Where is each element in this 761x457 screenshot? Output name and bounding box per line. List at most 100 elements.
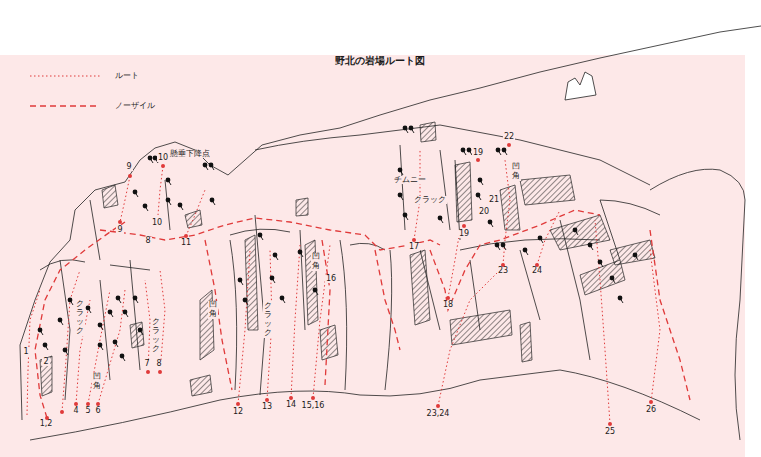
rock-outline <box>20 26 761 440</box>
bolt <box>68 298 73 305</box>
route-number: 1 <box>22 348 29 356</box>
bolt <box>403 126 408 133</box>
background <box>745 180 761 457</box>
rock-feature-label: クラック <box>263 302 273 337</box>
rock-feature-label: 凹角 <box>511 163 521 181</box>
bolt <box>496 148 501 155</box>
bolt <box>86 306 91 313</box>
rock-feature-label: クラック <box>413 196 447 204</box>
bolt <box>273 253 278 260</box>
route-number: 8 <box>155 360 162 368</box>
bolt <box>238 278 243 285</box>
route-number: 23,24 <box>426 410 451 418</box>
bolt <box>98 343 103 350</box>
route-number: 10 <box>151 219 163 227</box>
bolt <box>298 250 303 257</box>
rock-feature-label: 懸垂下降点 <box>169 150 211 158</box>
bolt <box>133 296 138 303</box>
bolt-symbols <box>38 126 638 361</box>
route-number: 22 <box>503 133 515 141</box>
legend-route-line <box>30 76 100 77</box>
hatched-overhang <box>40 122 655 396</box>
bolt <box>203 163 208 170</box>
rock-feature-label: 凹角 <box>92 373 102 391</box>
bolt <box>108 310 113 317</box>
bolt <box>313 288 318 295</box>
bolt <box>148 156 153 163</box>
route-number: 9 <box>125 163 132 171</box>
bolt <box>270 276 275 283</box>
bolt <box>495 243 500 250</box>
route-number: 10 <box>157 154 169 162</box>
route-number: 19 <box>472 149 484 157</box>
route-number: 20 <box>478 208 490 216</box>
bolt <box>209 163 214 170</box>
route-number: 26 <box>645 406 657 414</box>
bolt <box>143 204 148 211</box>
route-number: 7 <box>143 360 150 368</box>
bolt <box>573 228 578 235</box>
bolt <box>488 220 493 227</box>
rock-feature-label: 凹角 <box>208 301 218 319</box>
legend-samples <box>30 76 100 106</box>
route-number: 8 <box>144 237 151 245</box>
bolt <box>243 298 248 305</box>
no-rope-route <box>35 210 690 418</box>
bolt <box>502 148 507 155</box>
route-number: 24 <box>531 267 543 275</box>
bolt <box>133 190 138 197</box>
rock-feature-label: チムニー <box>393 176 427 184</box>
bolt <box>58 318 63 325</box>
bolt <box>398 193 403 200</box>
map-title: 野北の岩場ルート図 <box>335 56 425 66</box>
route-number: 23 <box>497 267 509 275</box>
route-number: 19 <box>458 230 470 238</box>
legend-no-rope-line <box>30 105 100 106</box>
bolt <box>618 296 623 303</box>
bolt <box>633 253 638 260</box>
rock-feature-label: クラック <box>75 300 85 335</box>
route-number: 25 <box>604 428 616 436</box>
route-number: 16 <box>325 275 337 283</box>
route-number: 17 <box>408 243 420 251</box>
bolt <box>138 328 143 335</box>
route-number: 15,16 <box>301 402 326 410</box>
route-number: 18 <box>442 301 454 309</box>
route-number: 12 <box>232 408 244 416</box>
route-number: 4 <box>72 407 79 415</box>
bolt <box>398 168 403 175</box>
route-number: 6 <box>94 407 101 415</box>
bolt <box>210 198 215 205</box>
bolt <box>403 213 408 220</box>
route-number: 14 <box>285 401 297 409</box>
route-number: 9 <box>116 226 123 234</box>
bolt <box>523 248 528 255</box>
bolt <box>38 328 43 335</box>
bolt <box>476 193 481 200</box>
bolt <box>598 260 603 267</box>
route-start-dot <box>45 143 653 426</box>
bolt <box>280 296 285 303</box>
route-number: 21 <box>488 196 500 204</box>
bolt <box>166 178 171 185</box>
rock-feature-label: 凹角 <box>311 253 321 271</box>
background <box>0 55 745 457</box>
bolt <box>501 243 506 250</box>
bolt <box>409 126 414 133</box>
bolt <box>588 243 593 250</box>
bolt <box>98 323 103 330</box>
bolt <box>120 354 125 361</box>
bolt <box>178 203 183 210</box>
legend-text: ルート <box>115 72 139 80</box>
route-number: 11 <box>180 239 192 247</box>
bolt <box>438 216 443 223</box>
bolt <box>166 198 171 205</box>
bolt <box>610 276 615 283</box>
bolt <box>461 148 466 155</box>
bolt <box>116 296 121 303</box>
bolt <box>113 340 118 347</box>
bolt <box>478 178 483 185</box>
bolt <box>63 348 68 355</box>
